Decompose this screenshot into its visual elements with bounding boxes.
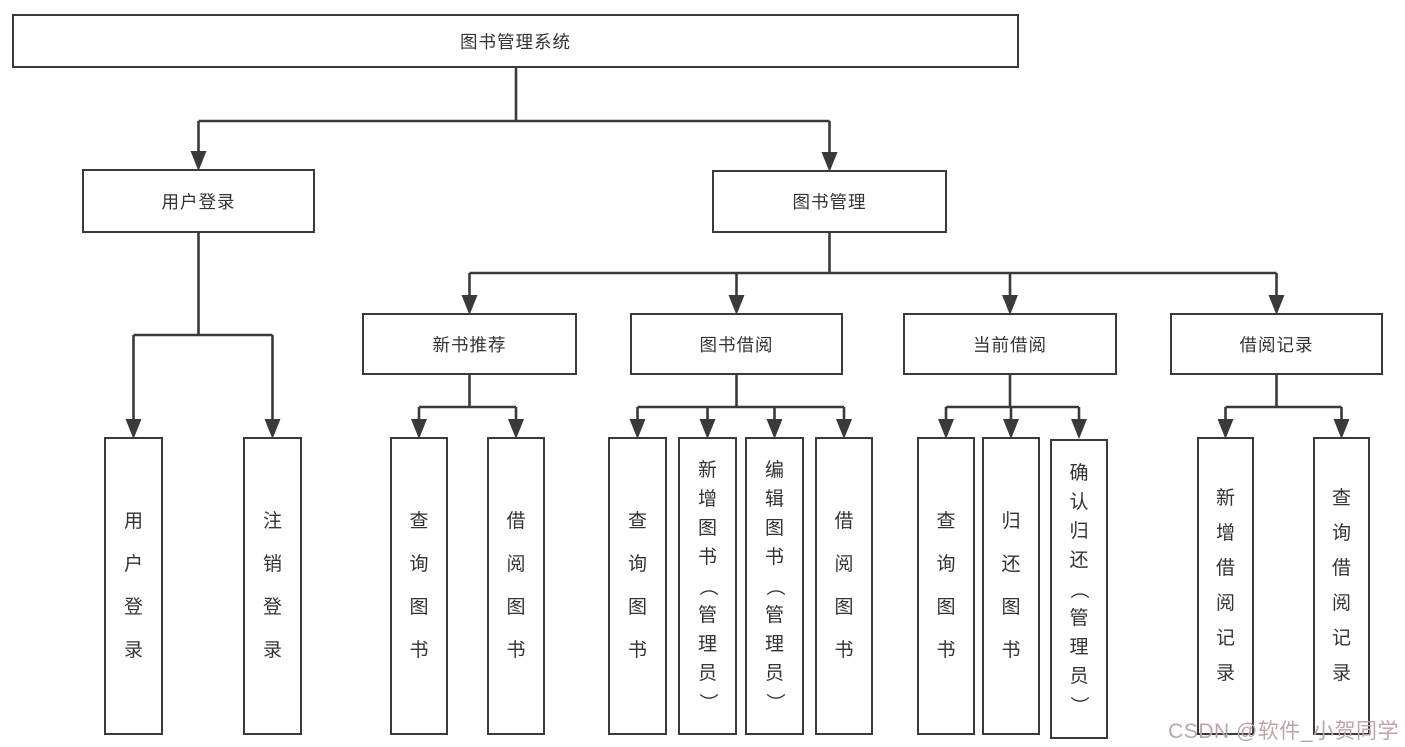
node-book-borrow: 图书借阅 — [630, 313, 843, 375]
node-current-borrow: 当前借阅 — [903, 313, 1117, 375]
node-leaf-newrec-borrow-books: 借阅图书 — [487, 437, 545, 735]
node-label: 借阅图书 — [834, 511, 854, 661]
node-book-mgmt: 图书管理 — [712, 170, 947, 233]
node-leaf-current-return-books: 归还图书 — [982, 437, 1040, 735]
node-leaf-newrec-query-books: 查询图书 — [390, 437, 448, 735]
connector-new-book-rec-children — [411, 375, 524, 439]
node-label: 用户登录 — [123, 511, 143, 661]
node-new-book-rec: 新书推荐 — [362, 313, 577, 375]
arrowhead — [1333, 419, 1350, 439]
node-label: 注销登录 — [262, 511, 282, 661]
csdn-watermark: CSDN @软件_小贺同学 — [1168, 720, 1399, 743]
node-label: 确认归还（管理员） — [1068, 462, 1090, 715]
node-leaf-current-confirm-return: 确认归还（管理员） — [1050, 439, 1108, 739]
node-label: 当前借阅 — [973, 334, 1047, 355]
arrowhead — [1217, 419, 1234, 439]
node-root: 图书管理系统 — [12, 14, 1019, 68]
arrowhead — [629, 419, 646, 439]
connector-current-borrow-children — [938, 375, 1087, 439]
arrowhead — [125, 419, 142, 439]
arrowhead — [766, 419, 783, 439]
node-label: 查询图书 — [409, 511, 429, 661]
connector-user-login-children — [125, 233, 281, 439]
node-leaf-user-login: 用户登录 — [104, 437, 163, 735]
node-leaf-records-query: 查询借阅记录 — [1313, 437, 1370, 735]
node-leaf-borrow-query-books: 查询图书 — [608, 437, 667, 735]
arrowhead — [1002, 295, 1018, 315]
node-label: 图书借阅 — [699, 334, 774, 355]
connector-book-mgmt-children — [461, 233, 1285, 315]
arrowhead — [1268, 295, 1285, 315]
arrowhead — [938, 419, 954, 439]
arrowhead — [699, 419, 716, 439]
node-user-login: 用户登录 — [82, 169, 315, 233]
node-leaf-borrow-edit-books: 编辑图书（管理员） — [745, 437, 804, 735]
node-leaf-current-query-books: 查询图书 — [917, 437, 975, 735]
node-leaf-logout: 注销登录 — [243, 437, 302, 735]
node-label: 借阅记录 — [1239, 334, 1314, 355]
node-label: 新增借阅记录 — [1215, 488, 1235, 684]
node-label: 查询图书 — [936, 511, 956, 661]
arrowhead — [728, 295, 745, 315]
node-leaf-records-add: 新增借阅记录 — [1197, 437, 1254, 735]
node-label: 查询图书 — [627, 511, 647, 661]
node-label: 新书推荐 — [432, 334, 507, 355]
arrowhead — [190, 151, 207, 171]
node-label: 新增图书（管理员） — [696, 459, 718, 712]
node-label: 借阅图书 — [506, 511, 526, 661]
node-leaf-borrow-borrow-books: 借阅图书 — [815, 437, 873, 735]
arrowhead — [1003, 419, 1019, 439]
arrowhead — [461, 295, 478, 315]
arrowhead — [821, 152, 838, 172]
node-label: 查询借阅记录 — [1331, 488, 1351, 684]
arrowhead — [836, 419, 852, 439]
node-borrow-records: 借阅记录 — [1170, 313, 1383, 375]
node-label: 编辑图书（管理员） — [763, 459, 785, 712]
connector-root-to-level2 — [190, 67, 838, 172]
arrowhead — [508, 419, 524, 439]
node-label: 用户登录 — [161, 191, 236, 212]
connector-borrow-records-children — [1217, 375, 1350, 439]
node-label: 归还图书 — [1001, 511, 1021, 661]
arrowhead — [264, 419, 281, 439]
node-leaf-borrow-add-books: 新增图书（管理员） — [678, 437, 737, 735]
arrowhead — [1071, 419, 1087, 439]
connector-book-borrow-children — [629, 375, 852, 439]
node-label: 图书管理系统 — [460, 31, 571, 52]
arrowhead — [411, 419, 427, 439]
node-label: 图书管理 — [792, 192, 867, 212]
